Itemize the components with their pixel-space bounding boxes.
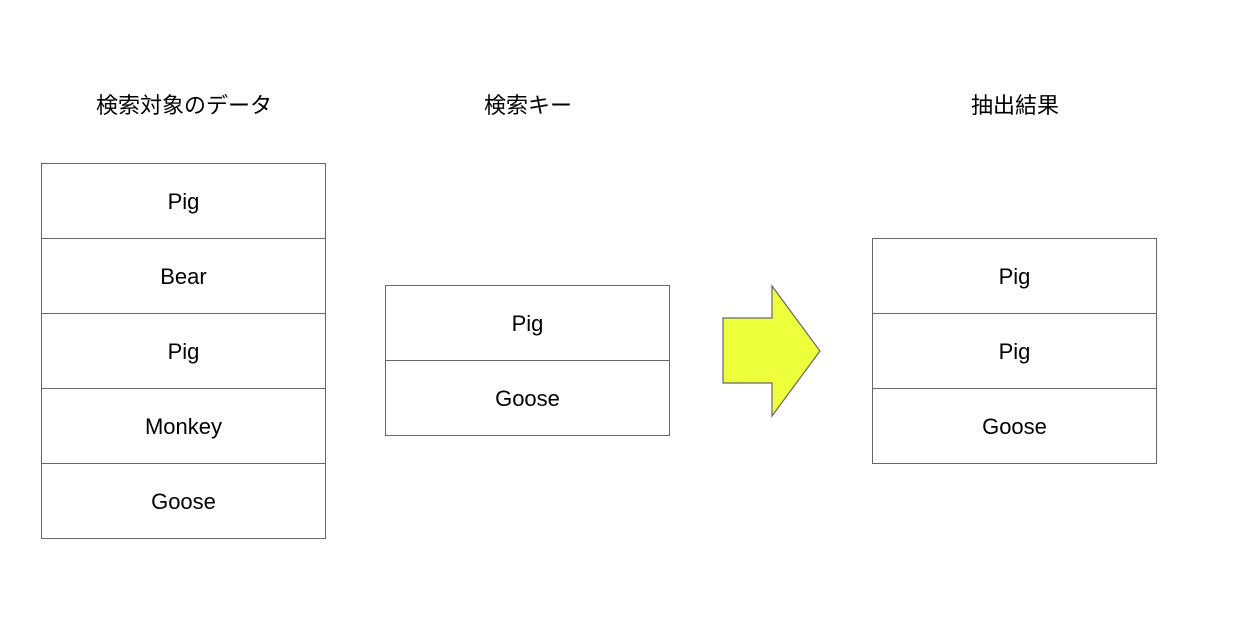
search-key-table: Pig Goose — [385, 285, 670, 436]
source-data-table: Pig Bear Pig Monkey Goose — [41, 163, 326, 539]
source-cell: Goose — [42, 463, 325, 538]
source-data-title: 検索対象のデータ — [95, 94, 272, 119]
search-key-title: 検索キー — [483, 94, 572, 119]
result-cell: Goose — [873, 388, 1156, 463]
key-cell: Pig — [511, 311, 544, 336]
result-cell: Pig — [998, 264, 1031, 289]
source-cell: Monkey — [42, 388, 325, 463]
result-title: 抽出結果 — [970, 94, 1059, 119]
source-cell: Bear — [42, 238, 325, 313]
key-cell: Goose — [386, 360, 669, 435]
result-table: Pig Pig Goose — [872, 238, 1157, 464]
source-cell: Pig — [167, 189, 200, 214]
result-cell: Pig — [873, 313, 1156, 388]
source-cell: Pig — [42, 313, 325, 388]
